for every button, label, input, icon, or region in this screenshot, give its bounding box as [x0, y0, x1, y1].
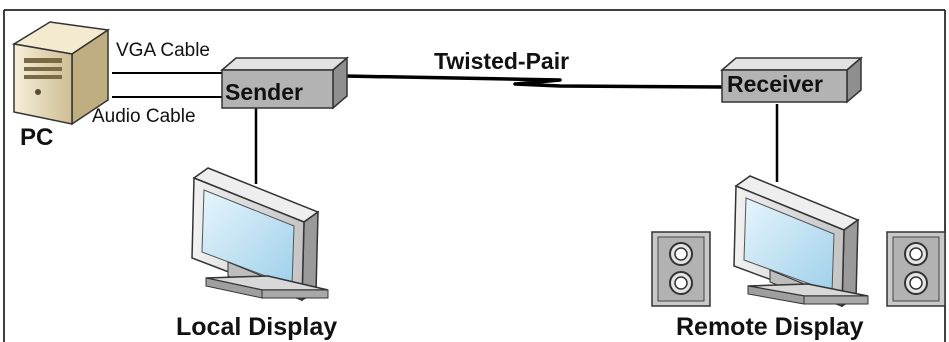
cables	[112, 72, 779, 184]
vga-cable-label: VGA Cable	[116, 40, 210, 61]
twisted-pair-label: Twisted-Pair	[434, 48, 569, 74]
speaker-right-icon	[886, 231, 946, 307]
twisted-pair-line	[344, 74, 723, 89]
pc-tower-icon	[11, 21, 111, 126]
pc-label: PC	[20, 124, 53, 151]
receiver-box-icon	[719, 56, 864, 104]
remote-display-monitor-icon	[733, 175, 869, 308]
sender-label: Sender	[225, 79, 303, 105]
local-display-monitor-icon	[191, 167, 329, 302]
audio-cable-label: Audio Cable	[92, 106, 196, 127]
speaker-left-icon	[651, 231, 711, 307]
local-display-label: Local Display	[176, 313, 337, 341]
remote-display-label: Remote Display	[676, 313, 864, 341]
sender-box-icon	[219, 56, 350, 110]
receiver-label: Receiver	[727, 71, 823, 97]
